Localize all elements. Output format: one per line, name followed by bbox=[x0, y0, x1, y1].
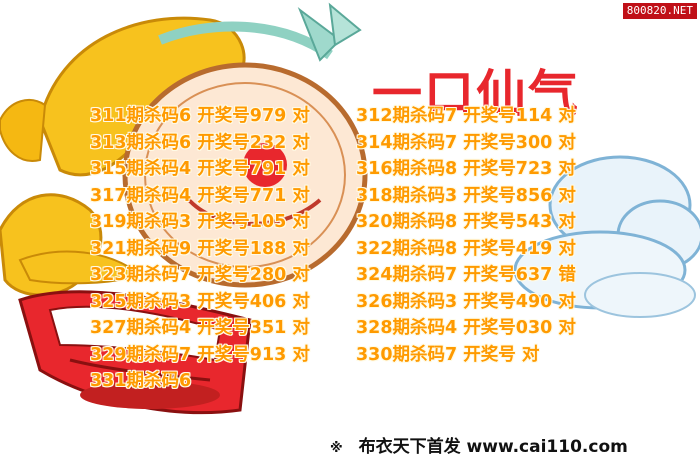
record-cell: 320期杀码8 开奖号543 对 bbox=[356, 212, 576, 233]
record-row: 329期杀码7 开奖号913 对 330期杀码7 开奖号 对 bbox=[90, 342, 606, 369]
record-cell: 329期杀码7 开奖号913 对 bbox=[90, 344, 310, 365]
record-cell: 322期杀码8 开奖号419 对 bbox=[356, 238, 576, 259]
reference-mark-icon: ※ bbox=[330, 441, 343, 456]
record-row: 311期杀码6 开奖号979 对 312期杀码7 开奖号114 对 bbox=[90, 103, 606, 130]
record-row: 313期杀码6 开奖号232 对 314期杀码7 开奖号300 对 bbox=[90, 130, 606, 157]
footer-text: 布衣天下首发 www.cai110.com bbox=[358, 437, 628, 457]
record-row: 327期杀码4 开奖号351 对 328期杀码4 开奖号030 对 bbox=[90, 315, 606, 342]
record-cell: 318期杀码3 开奖号856 对 bbox=[356, 185, 576, 206]
record-row: 325期杀码3 开奖号406 对 326期杀码3 开奖号490 对 bbox=[90, 289, 606, 316]
record-cell: 316期杀码8 开奖号723 对 bbox=[356, 159, 576, 180]
record-cell: 328期杀码4 开奖号030 对 bbox=[356, 318, 576, 339]
record-list: 311期杀码6 开奖号979 对 312期杀码7 开奖号114 对 313期杀码… bbox=[90, 103, 606, 395]
record-cell: 321期杀码9 开奖号188 对 bbox=[90, 238, 310, 259]
banner-title: 一口仙气 bbox=[372, 65, 580, 123]
record-cell: 330期杀码7 开奖号 对 bbox=[356, 344, 540, 365]
record-row: 321期杀码9 开奖号188 对 322期杀码8 开奖号419 对 bbox=[90, 236, 606, 263]
record-cell: 325期杀码3 开奖号406 对 bbox=[90, 291, 310, 312]
record-cell: 327期杀码4 开奖号351 对 bbox=[90, 318, 310, 339]
footer-credit: ※ 布衣天下首发 www.cai110.com bbox=[330, 437, 628, 459]
record-cell: 315期杀码4 开奖号791 对 bbox=[90, 159, 310, 180]
record-cell: 326期杀码3 开奖号490 对 bbox=[356, 291, 576, 312]
record-cell: 311期杀码6 开奖号979 对 bbox=[90, 106, 310, 127]
record-cell: 313期杀码6 开奖号232 对 bbox=[90, 132, 310, 153]
site-watermark: 800820.NET bbox=[621, 2, 698, 20]
record-cell: 331期杀码6 bbox=[90, 371, 192, 392]
record-row: 315期杀码4 开奖号791 对 316期杀码8 开奖号723 对 bbox=[90, 156, 606, 183]
record-cell: 312期杀码7 开奖号114 对 bbox=[356, 106, 576, 127]
record-row: 323期杀码7 开奖号280 对 324期杀码7 开奖号637 错 bbox=[90, 262, 606, 289]
record-cell: 317期杀码4 开奖号771 对 bbox=[90, 185, 310, 206]
record-cell: 319期杀码3 开奖号105 对 bbox=[90, 212, 310, 233]
cloud-illustration bbox=[513, 155, 700, 318]
record-cell: 314期杀码7 开奖号300 对 bbox=[356, 132, 576, 153]
record-row: 331期杀码6 bbox=[90, 368, 606, 395]
record-row: 317期杀码4 开奖号771 对 318期杀码3 开奖号856 对 bbox=[90, 183, 606, 210]
record-row: 319期杀码3 开奖号105 对 320期杀码8 开奖号543 对 bbox=[90, 209, 606, 236]
record-cell: 324期杀码7 开奖号637 错 bbox=[356, 265, 576, 286]
record-cell: 323期杀码7 开奖号280 对 bbox=[90, 265, 310, 286]
